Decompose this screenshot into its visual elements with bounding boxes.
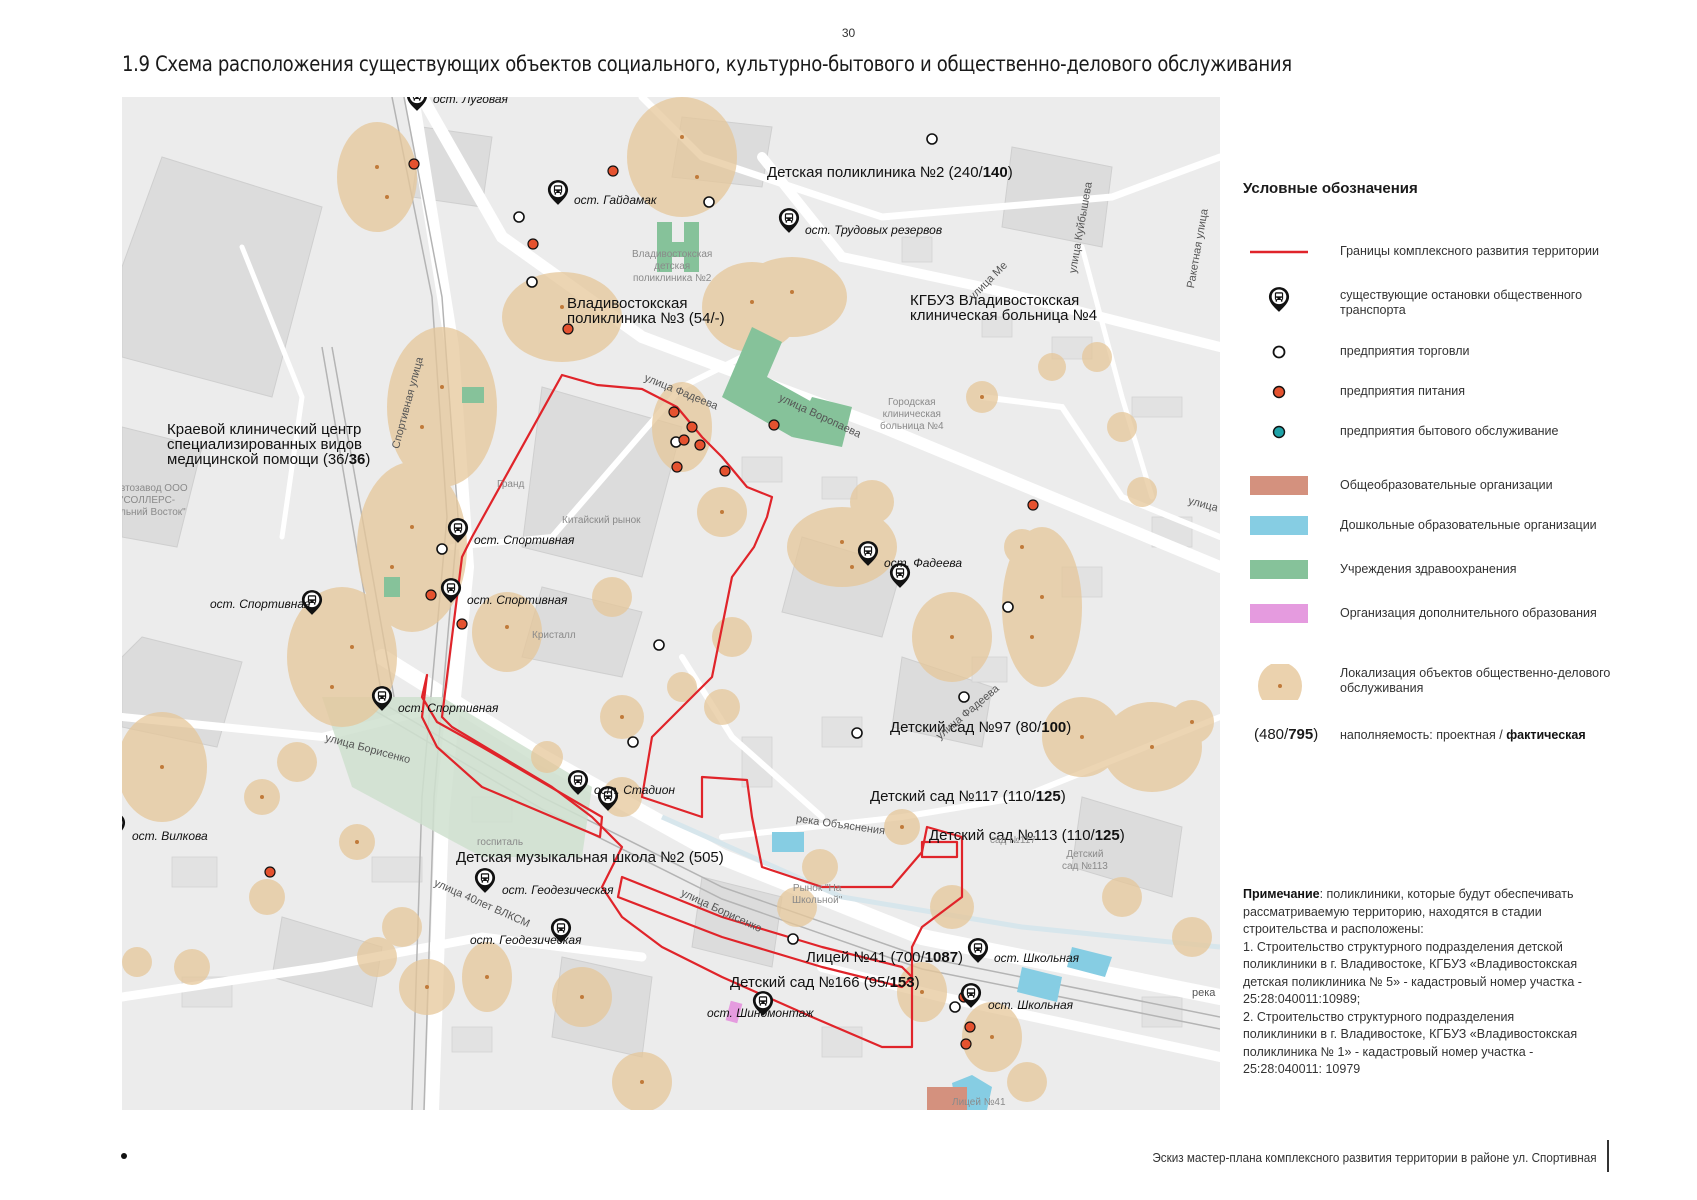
stop-lugovaya: ост. Луговая bbox=[433, 97, 508, 106]
stop-fadeeva: ост. Фадеева bbox=[884, 556, 963, 570]
capacity-sample: (480/795) bbox=[1254, 726, 1319, 743]
stop-sportivnaya-4: ост. Спортивная bbox=[398, 701, 499, 715]
stop-shkolnaya-2: ост. Школьная bbox=[988, 998, 1074, 1012]
cluster-blob-icon bbox=[1258, 664, 1302, 700]
stop-sportivnaya-2: ост. Спортивная bbox=[467, 593, 568, 607]
base-label-sollers: втозавод ООО"СОЛЛЕРС-льний Восток" bbox=[122, 483, 188, 518]
stop-geodezicheskaya-1: ост. Геодезическая bbox=[502, 883, 614, 897]
label-kindergarten-113: Детский сад №113 (110/125) bbox=[929, 827, 1125, 844]
health-swatch-icon bbox=[1250, 560, 1308, 579]
legend-boundary: Границы комплексного развития территории bbox=[1250, 242, 1610, 278]
stop-gaidamak: ост. Гайдамак bbox=[574, 193, 657, 207]
page-number: 30 bbox=[841, 26, 856, 40]
service-marker-icon bbox=[1272, 425, 1286, 439]
legend-kindergartens: Дошкольные образовательные организации bbox=[1250, 516, 1610, 552]
boundary-line-icon bbox=[1250, 250, 1308, 254]
base-label-grand: Гранд bbox=[497, 479, 525, 490]
stop-shkolnaya-1: ост. Школьная bbox=[994, 951, 1080, 965]
kindergarten-swatch-icon bbox=[1250, 516, 1308, 535]
page-title: 1.9 Схема расположения существующих объе… bbox=[122, 52, 1292, 76]
stop-vilkova: ост. Вилкова bbox=[132, 829, 208, 843]
food-marker-icon bbox=[1272, 385, 1286, 399]
legend-extra-education: Организация дополнительного образования bbox=[1250, 604, 1610, 640]
extra-edu-swatch-icon bbox=[1250, 604, 1308, 623]
legend-trade: предприятия торговли bbox=[1250, 342, 1610, 378]
map[interactable]: Детская поликлиника №2 (240/140) КГБУЗ В… bbox=[122, 97, 1220, 1110]
base-label-kindergarten-117: сад №117 bbox=[990, 835, 1036, 846]
label-child-polyclinic-2: Детская поликлиника №2 (240/140) bbox=[767, 164, 1013, 181]
base-label-kristall: Кристалл bbox=[532, 630, 576, 641]
footer-text: Эскиз мастер-плана комплексного развития… bbox=[1152, 1150, 1597, 1165]
stop-sportivnaya-3: ост. Спортивная bbox=[210, 597, 311, 611]
stop-stadion: ост. Стадион bbox=[594, 783, 675, 797]
map-canvas bbox=[122, 97, 1220, 1110]
footer-bullet bbox=[121, 1153, 127, 1159]
stop-geodezicheskaya-2: ост. Геодезическая bbox=[470, 933, 582, 947]
footer-divider bbox=[1607, 1140, 1609, 1172]
trade-marker-icon bbox=[1272, 345, 1286, 359]
label-kindergarten-117: Детский сад №117 (110/125) bbox=[870, 788, 1066, 805]
label-kindergarten-166: Детский сад №166 (95/153) bbox=[730, 974, 920, 991]
bus-stop-icon bbox=[1268, 287, 1290, 312]
label-music-school-2: Детская музыкальная школа №2 (505) bbox=[456, 849, 724, 866]
legend-clusters: Локализация объектов общественно-деловог… bbox=[1250, 664, 1610, 714]
stop-shinomontazh: ост. Шиномонтаж bbox=[707, 1006, 814, 1020]
label-lyceum-41: Лицей №41 (700/1087) bbox=[806, 949, 964, 966]
base-label-chinese-market: Китайский рынок bbox=[562, 515, 641, 526]
legend-schools: Общеобразовательные организации bbox=[1250, 476, 1610, 512]
stop-trudovyh-rezervov: ост. Трудовых резервов bbox=[805, 223, 943, 237]
base-label-hospital: госпиталь bbox=[477, 837, 524, 848]
capacity-label: наполняемость: проектная / фактическая bbox=[1340, 728, 1586, 742]
label-kindergarten-97: Детский сад №97 (80/100) bbox=[890, 719, 1072, 736]
river-label: река bbox=[1192, 987, 1216, 999]
legend-health: Учреждения здравоохранения bbox=[1250, 560, 1610, 596]
note: Примечание: поликлиники, которые будут о… bbox=[1243, 887, 1582, 1076]
legend-food: предприятия питания bbox=[1250, 382, 1610, 418]
legend-capacity: (480/795) наполняемость: проектная / фак… bbox=[1254, 726, 1614, 762]
legend-service: предприятия бытового обслуживание bbox=[1250, 422, 1610, 458]
base-label-lyceum-41: Лицей №41 bbox=[952, 1097, 1006, 1108]
stop-sportivnaya-1: ост. Спортивная bbox=[474, 533, 575, 547]
legend-title: Условные обозначения bbox=[1243, 180, 1418, 197]
legend-bus-stops: существующие остановки общественного тра… bbox=[1250, 286, 1610, 322]
school-swatch-icon bbox=[1250, 476, 1308, 495]
